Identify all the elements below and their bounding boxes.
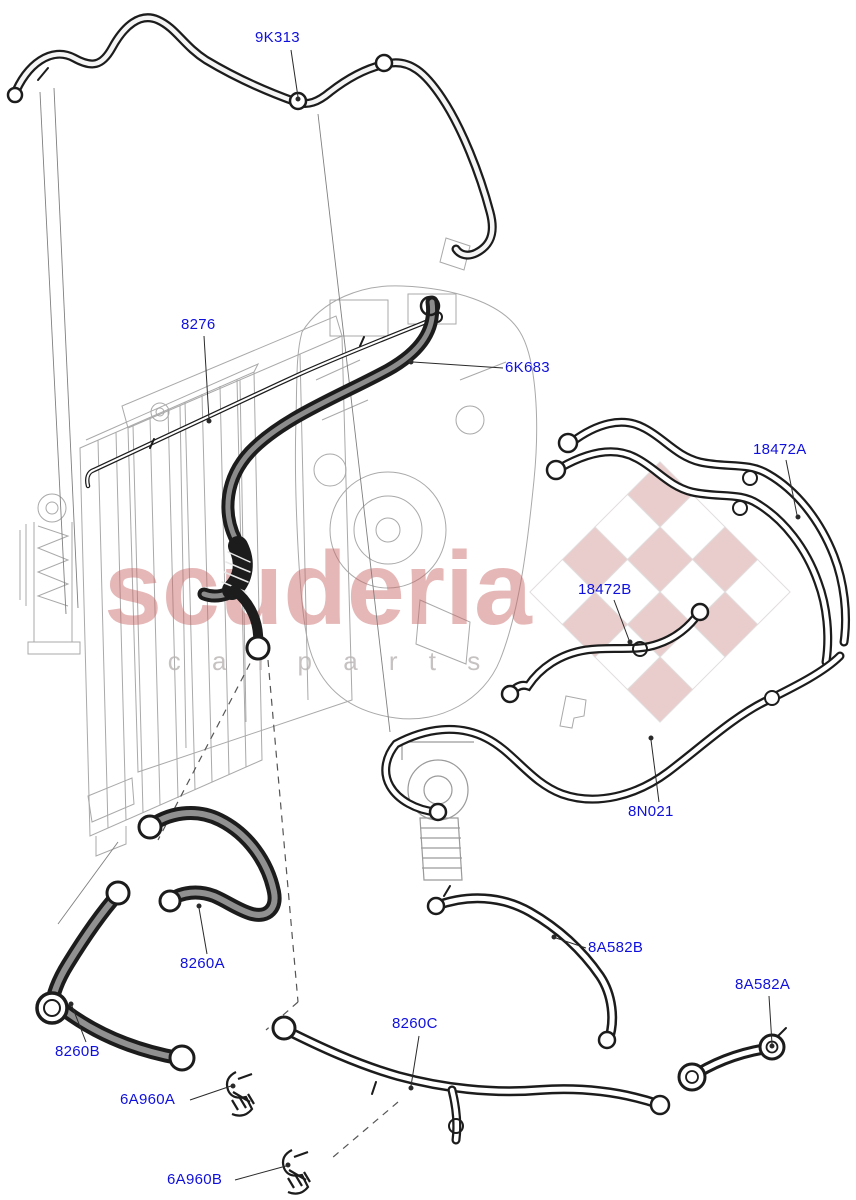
watermark-checkered-flag <box>529 461 791 723</box>
hose-8276 <box>85 311 443 489</box>
part-label-8260b[interactable]: 8260B <box>55 1043 100 1060</box>
leader-lines <box>68 49 801 1181</box>
watermark-subtitle: c a r p a r t s <box>168 646 493 676</box>
watermark-brand: scuderia <box>104 531 533 647</box>
engine-line-art <box>295 237 587 729</box>
hose-8260c <box>271 1015 671 1145</box>
hose-8a582a <box>677 1027 787 1092</box>
assembly-dashed-lines <box>157 651 399 1159</box>
hose-6k683 <box>197 295 441 661</box>
part-label-8260c[interactable]: 8260C <box>392 1015 438 1032</box>
hose-8260b <box>35 880 196 1072</box>
clip-6a960b <box>281 1148 312 1195</box>
part-label-9k313[interactable]: 9K313 <box>255 29 300 46</box>
hose-8260a <box>137 806 282 922</box>
part-label-6a960b[interactable]: 6A960B <box>167 1171 223 1188</box>
hose-18472a <box>545 417 850 667</box>
hose-9k313 <box>6 13 497 260</box>
part-label-6k683[interactable]: 6K683 <box>505 359 550 376</box>
part-label-8276[interactable]: 8276 <box>181 316 216 333</box>
part-label-8260a[interactable]: 8260A <box>180 955 225 972</box>
construction-lines <box>39 87 391 925</box>
spring-strut-line-art <box>19 493 81 655</box>
part-label-18472a[interactable]: 18472A <box>753 441 807 458</box>
part-label-8n021[interactable]: 8N021 <box>628 803 674 820</box>
hose-18472b <box>500 602 710 704</box>
part-label-8a582a[interactable]: 8A582A <box>735 976 791 993</box>
part-label-18472b[interactable]: 18472B <box>578 581 632 598</box>
part-label-6a960a[interactable]: 6A960A <box>120 1091 176 1108</box>
radiator-line-art <box>79 315 353 857</box>
hose-8n021 <box>381 651 845 822</box>
clip-6a960a <box>225 1071 255 1117</box>
hose-8a582b <box>426 885 618 1050</box>
part-label-8a582b[interactable]: 8A582B <box>588 939 644 956</box>
watermark: scuderia c a r p a r t s <box>104 461 791 723</box>
